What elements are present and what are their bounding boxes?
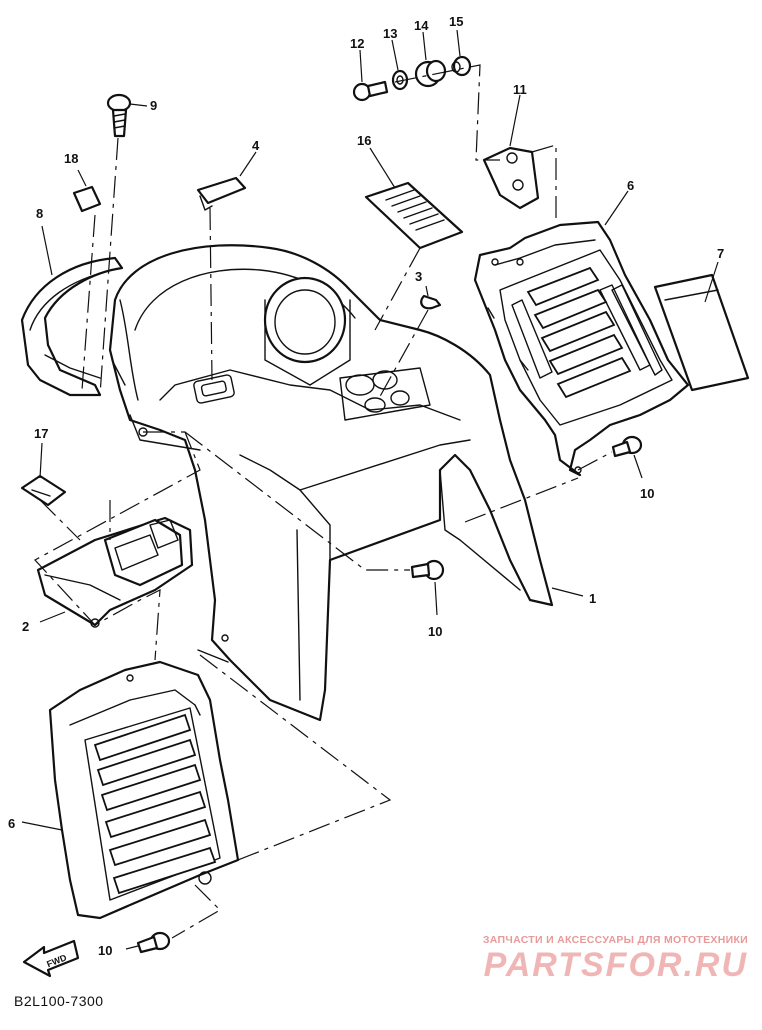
part-11-bracket xyxy=(482,146,540,210)
part-10-bolt-bottom xyxy=(136,931,171,954)
callout-8: 8 xyxy=(36,206,43,221)
part-12-screw xyxy=(352,80,389,102)
callout-15: 15 xyxy=(449,14,463,29)
part-10-bolt-middle xyxy=(410,559,445,581)
part-8-left-side-cover xyxy=(20,256,124,397)
part-7-strip xyxy=(653,273,750,392)
diagram-code: B2L100-7300 xyxy=(14,993,104,1009)
part-13-washer xyxy=(391,69,409,91)
callout-16: 16 xyxy=(357,133,371,148)
part-10-bolt-right xyxy=(611,435,643,458)
callout-6-upper: 6 xyxy=(627,178,634,193)
part-6-right-panel xyxy=(473,220,690,477)
callout-11: 11 xyxy=(513,82,527,97)
callout-14: 14 xyxy=(414,18,429,33)
part-17-clip xyxy=(20,474,67,507)
part-9-screw xyxy=(106,93,132,138)
callout-7: 7 xyxy=(717,246,724,261)
part-6-left-vents xyxy=(93,713,217,895)
callout-2: 2 xyxy=(22,619,29,634)
part-2-bracket xyxy=(36,516,194,628)
leader-lines xyxy=(21,29,719,950)
callout-1: 1 xyxy=(589,591,596,606)
callout-17: 17 xyxy=(34,426,48,441)
part-1-front-cowl xyxy=(108,244,554,722)
assembly-lines xyxy=(34,64,613,939)
part-16-plate xyxy=(364,181,464,250)
callout-3: 3 xyxy=(415,269,422,284)
fwd-arrow-icon: FWD xyxy=(22,939,80,978)
callouts: 9 4 16 18 8 12 13 14 15 11 6 7 3 17 10 1… xyxy=(8,14,724,958)
watermark: ЗАПЧАСТИ И АКСЕССУАРЫ ДЛЯ МОТОТЕХНИКИ PA… xyxy=(448,934,748,984)
watermark-tagline: ЗАПЧАСТИ И АКСЕССУАРЫ ДЛЯ МОТОТЕХНИКИ xyxy=(482,934,748,946)
part-14-grommet xyxy=(414,59,447,88)
callout-10-bottom: 10 xyxy=(98,943,112,958)
part-3-clip xyxy=(420,294,442,310)
part-15-collar xyxy=(451,55,472,77)
callout-9: 9 xyxy=(150,98,157,113)
callout-18: 18 xyxy=(64,151,78,166)
callout-10-middle: 10 xyxy=(428,624,442,639)
callout-12: 12 xyxy=(350,36,364,51)
part-4-clip xyxy=(196,176,247,211)
callout-6-lower: 6 xyxy=(8,816,15,831)
callout-10-right: 10 xyxy=(640,486,654,501)
callout-4: 4 xyxy=(252,138,260,153)
part-6-right-vents xyxy=(526,266,632,399)
watermark-logo: PARTSFOR.RU xyxy=(483,946,748,984)
part-6-left-panel xyxy=(48,660,240,920)
callout-13: 13 xyxy=(383,26,397,41)
part-18-cap xyxy=(72,185,102,213)
